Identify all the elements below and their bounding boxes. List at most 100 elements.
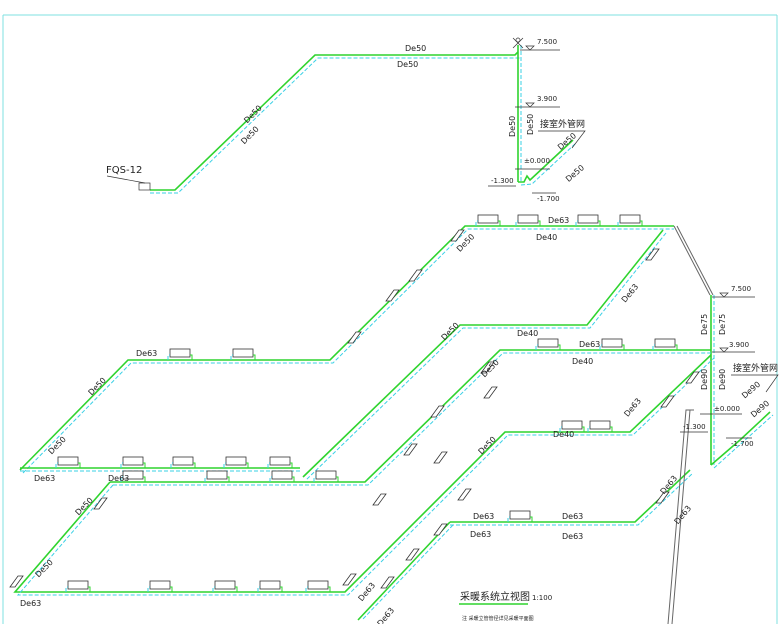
radiator-connection [269,476,272,482]
radiator-icon [57,456,79,466]
radiator-icon [619,214,641,224]
radiator-connection [88,586,91,592]
pipe-label: De63 [20,599,41,608]
pipe-label: De50 [405,44,426,53]
pipe-label: De63 [673,504,694,526]
radiator-connection [475,220,478,226]
frame [2,14,778,624]
radiator-icon [480,361,495,374]
main-system-pipes [13,225,774,624]
radiator-icon [372,493,387,506]
elevation-label: -1.700 [537,195,560,203]
radiator-connection [147,586,150,592]
pipe-label: De50 [87,376,108,397]
drawing-title: 采暖系统立视图 [460,590,530,603]
radiator-icon [433,451,448,464]
radiator-connection [498,220,501,226]
pipe-label: De63 [620,282,641,304]
drawing-scale: 1:100 [532,594,552,602]
radiator-icon [9,575,24,588]
elevation-label: -1.300 [683,423,706,431]
radiator-icon [483,386,498,399]
radiator-connection [328,586,331,592]
radiator-icon [93,497,108,510]
radiator-connection [280,586,283,592]
radiator-connection [267,462,270,468]
radiator-icon [517,214,539,224]
radiator-icon [271,470,293,480]
pipe-label: De90 [749,399,771,420]
equipment-tag: FQS-12 [106,165,142,176]
radiator-connection [253,354,256,360]
pipe-label: De40 [572,357,593,366]
radiator-connection [305,586,308,592]
pipe-label: De50 [397,60,418,69]
radiator-connection [507,516,510,522]
radiator-icon [169,348,191,358]
pipe-label: De63 [357,581,378,603]
pipe-label: De63 [579,340,600,349]
radiator-connection [78,462,81,468]
pipe-label: De63 [473,512,494,521]
pipe-label: De50 [526,114,535,135]
pipe-label: De50 [47,435,68,456]
pipe-label: De63 [562,532,583,541]
elevation-label: ±0.000 [714,405,740,413]
radiator-icon [408,269,423,282]
radiator-icon [259,580,281,590]
elevation-label: 7.500 [731,285,751,293]
radiator-icon [645,248,660,261]
radiator-connection [170,586,173,592]
elevation-label: 7.500 [537,38,557,46]
radiators [9,214,700,592]
pipe-label: De50 [556,131,578,152]
radiator-connection [622,344,625,350]
radiator-icon [225,456,247,466]
radiator-icon [342,573,357,586]
radiator-connection [143,476,146,482]
radiator-connection [515,220,518,226]
radiator-icon [477,214,499,224]
outdoor-network-label: 接室外管网 [733,362,778,374]
radiator-connection [336,476,339,482]
radiator-connection [167,354,170,360]
radiator-connection [290,462,293,468]
radiator-connection [599,344,602,350]
radiator-connection [558,344,561,350]
radiator-connection [170,462,173,468]
radiator-icon [405,548,420,561]
pipe-label: De50 [239,125,260,146]
radiator-icon [307,580,329,590]
pipe-label: De50 [74,496,95,517]
pipe-label: De63 [136,349,157,358]
radiator-icon [172,456,194,466]
pipe-label: De90 [718,369,727,390]
pipe-label: De40 [536,233,557,242]
radiator-connection [120,476,123,482]
radiator-connection [204,476,207,482]
pipe-label: De63 [548,216,569,225]
pipe-label: De40 [553,430,574,439]
radiator-connection [55,462,58,468]
radiator-icon [315,470,337,480]
radiator-icon [380,576,395,589]
radiator-connection [65,586,68,592]
radiator-connection [257,586,260,592]
radiator-connection [246,462,249,468]
pipe-label: De63 [562,512,583,521]
radiator-connection [535,344,538,350]
pipe-label: De75 [700,314,709,335]
radiator-icon [385,289,400,302]
radiator-icon [433,523,448,536]
pipe-label: De50 [242,104,263,125]
radiator-connection [675,344,678,350]
radiator-icon [430,405,445,418]
radiator-connection [559,426,562,432]
radiator-connection [193,462,196,468]
radiator-connection [212,586,215,592]
radiator-icon [347,331,362,344]
radiator-connection [120,462,123,468]
radiator-icon [457,488,472,501]
